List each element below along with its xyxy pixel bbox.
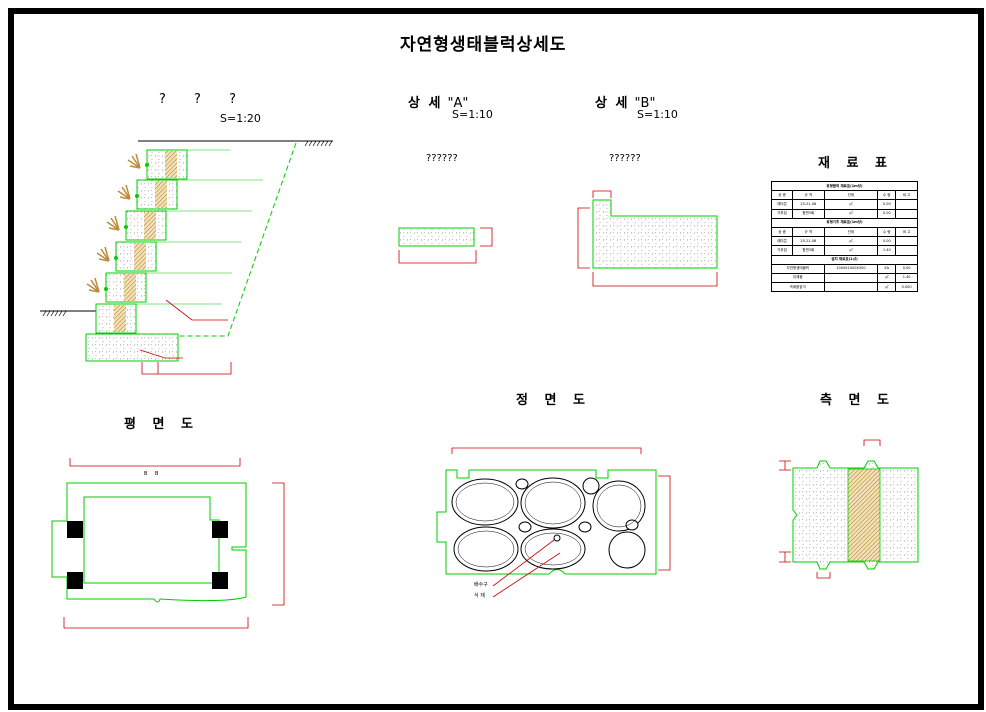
- detail-b-scale: S=1:10: [637, 108, 678, 121]
- detail-b-title: 상 세 "B": [595, 92, 655, 111]
- table-header-cell: 비 고: [895, 226, 918, 238]
- drawing-title: 자연형생태블럭상세도: [400, 35, 567, 55]
- front-view: [436, 447, 671, 598]
- table-row: 속채움잡석 ㎥ 0.000: [771, 282, 918, 293]
- detail-b-label: 상 세: [595, 96, 630, 111]
- detail-a-title: 상 세 "A": [408, 92, 468, 111]
- table-header-cell: 단위: [823, 190, 879, 201]
- table-header-cell: 수 량: [877, 190, 897, 201]
- plan-view-heading: 평 면 도: [124, 417, 199, 432]
- detail-a-note: ??????: [426, 153, 458, 164]
- plan-view: [51, 458, 285, 629]
- table-header-cell: 규 격: [792, 226, 825, 238]
- table-row: 자연형생태블럭 1000X1000X300 EA 0.00: [771, 263, 918, 274]
- material-table-heading: 재 료 표: [818, 156, 893, 171]
- plan-view-dim-label: B B: [144, 471, 162, 477]
- detail-a-label: 상 세: [408, 96, 443, 111]
- section-view-scale: S=1:20: [220, 112, 261, 125]
- plant-icon: [86, 153, 149, 293]
- front-view-callout-1: 배수구: [474, 582, 488, 588]
- detail-b: [577, 190, 718, 287]
- material-section-2: 유형기초 재료표(1m당): [771, 217, 918, 228]
- side-view-heading: 측 면 도: [820, 393, 895, 408]
- drawing-frame: [8, 8, 984, 710]
- detail-b-mark: "B": [634, 96, 656, 111]
- detail-a-scale: S=1:10: [452, 108, 493, 121]
- table-header-cell: 수 량: [877, 226, 897, 238]
- table-header-cell: 단위: [823, 226, 879, 238]
- table-header-cell: 공 종: [770, 226, 794, 238]
- detail-a-mark: "A": [447, 96, 469, 111]
- section-view-label: ? ? ?: [159, 92, 248, 107]
- front-view-callout-2: 식 재: [474, 593, 485, 599]
- table-row: 뒤채움 ㎥ 1.40: [771, 272, 918, 284]
- material-section-3: 설치 재료표(1㎡): [771, 254, 918, 265]
- detail-a: [398, 227, 493, 264]
- table-header-cell: 공 종: [770, 190, 794, 201]
- table-header-cell: 비 고: [895, 190, 918, 201]
- front-view-heading: 정 면 도: [516, 393, 591, 408]
- table-header-cell: 규 격: [792, 190, 825, 201]
- side-view: [779, 439, 919, 579]
- material-section-1: 유형블럭 재료표(1m당): [771, 180, 918, 192]
- detail-b-note: ??????: [609, 153, 641, 164]
- section-view: [40, 140, 333, 375]
